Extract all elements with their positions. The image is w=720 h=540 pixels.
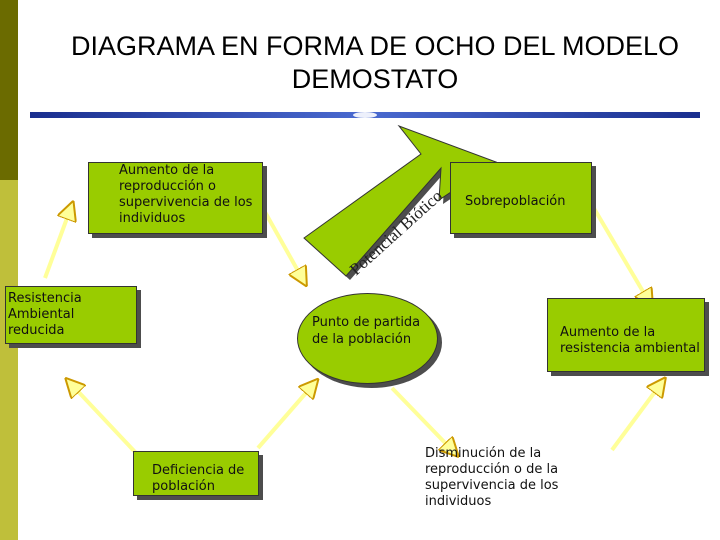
node-punto-partida: Punto de partida de la población bbox=[297, 293, 438, 384]
page-title: DIAGRAMA EN FORMA DE OCHO DEL MODELO DEM… bbox=[70, 31, 680, 94]
node-sobrepoblacion: Sobrepoblación bbox=[450, 162, 592, 234]
node-resistencia-reducida-text: Resistencia Ambiental reducida bbox=[8, 291, 82, 338]
node-aumento-reproduccion: Aumento de la reproducción o supervivenc… bbox=[88, 162, 263, 234]
node-deficiencia: Deficiencia de población bbox=[133, 451, 259, 496]
arrow-down-left bbox=[263, 211, 302, 278]
side-strip-light bbox=[0, 180, 18, 540]
side-strip-dark bbox=[0, 0, 18, 180]
arrow-down-bottom-right bbox=[610, 385, 660, 452]
arrow-down-center bbox=[390, 386, 452, 450]
node-punto-partida-text: Punto de partida de la población bbox=[312, 315, 421, 347]
title-rule bbox=[30, 112, 700, 118]
node-aumento-resistencia-text: Aumento de la resistencia ambiental bbox=[560, 325, 700, 356]
node-aumento-resistencia: Aumento de la resistencia ambiental bbox=[547, 298, 705, 372]
node-resistencia-reducida: Resistencia Ambiental reducida bbox=[5, 286, 137, 344]
node-sobrepoblacion-text: Sobrepoblación bbox=[465, 194, 566, 209]
node-disminucion-text: Disminución de la reproducción o de la s… bbox=[425, 446, 559, 509]
node-disminucion: Disminución de la reproducción o de la s… bbox=[425, 446, 597, 510]
potencial-arrow bbox=[303, 124, 498, 277]
node-deficiencia-text: Deficiencia de población bbox=[152, 463, 245, 494]
arrow-up-left bbox=[43, 210, 70, 279]
arrow-down-right bbox=[590, 203, 648, 300]
arrow-up-center bbox=[256, 386, 312, 450]
node-aumento-reproduccion-text: Aumento de la reproducción o supervivenc… bbox=[119, 163, 253, 226]
arrow-up-bottom-left bbox=[72, 385, 138, 455]
